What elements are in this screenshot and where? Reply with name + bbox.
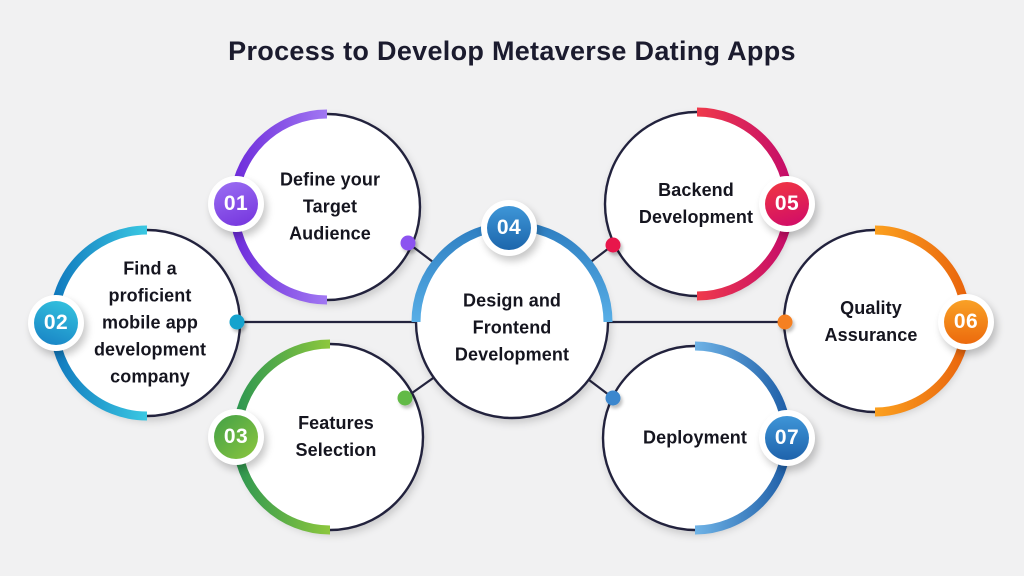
step-number-03: 03	[214, 415, 258, 459]
step-number-05: 05	[765, 182, 809, 226]
step-badge-05: 05	[759, 176, 815, 232]
step-label-02: Find a proficient mobile app development…	[93, 258, 207, 387]
step-badge-04: 04	[481, 200, 537, 256]
step-label-04: Design and Frontend Development	[454, 290, 570, 365]
connector-dot-03	[397, 390, 413, 406]
step-number-06: 06	[944, 300, 988, 344]
step-badge-06: 06	[938, 294, 994, 350]
step-badge-03: 03	[208, 409, 264, 465]
step-label-03: Features Selection	[295, 413, 377, 460]
step-number-04: 04	[487, 206, 531, 250]
step-label-01: Define your Target Audience	[279, 169, 381, 244]
connector-dot-01	[400, 235, 416, 251]
connector-dot-06	[777, 314, 793, 330]
connector-dot-02	[229, 314, 245, 330]
step-badge-07: 07	[759, 410, 815, 466]
step-label-06: Quality Assurance	[824, 298, 918, 345]
step-label-07: Deployment	[642, 427, 748, 448]
step-number-01: 01	[214, 182, 258, 226]
step-badge-01: 01	[208, 176, 264, 232]
step-badge-02: 02	[28, 295, 84, 351]
page-title: Process to Develop Metaverse Dating Apps	[228, 36, 796, 66]
connector-dots	[229, 235, 793, 406]
connector-dot-07	[605, 390, 621, 406]
step-label-05: Backend Development	[638, 180, 754, 227]
step-number-02: 02	[34, 301, 78, 345]
connector-dot-05	[605, 237, 621, 253]
step-number-07: 07	[765, 416, 809, 460]
